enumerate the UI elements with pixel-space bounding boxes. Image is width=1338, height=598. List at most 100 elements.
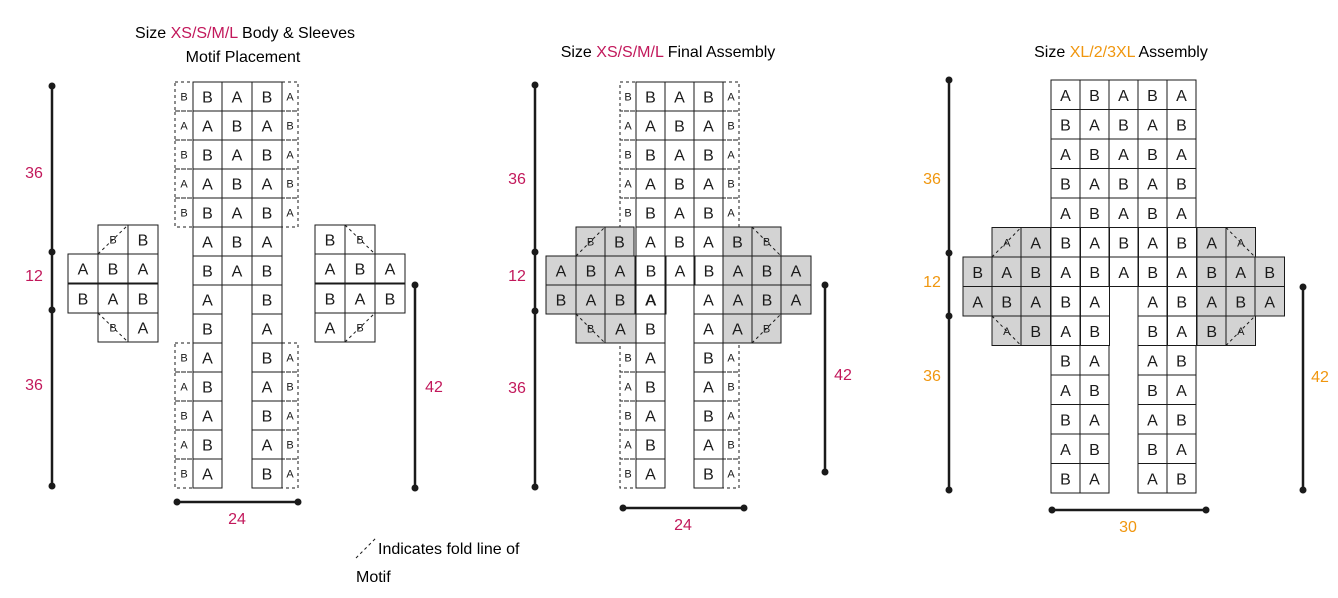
motif-letter: A (262, 119, 273, 136)
motif-letter: A (1176, 324, 1187, 341)
motif-letter: B (109, 323, 116, 335)
measure-dot (945, 76, 953, 84)
motif-letter: A (1147, 117, 1158, 134)
motif-cell: B (251, 81, 283, 112)
motif-cell: B (192, 429, 223, 460)
fold-line-legend: Indicates fold line of Motif (355, 537, 520, 586)
motif-cell-border (281, 342, 299, 373)
fold-line (991, 315, 1022, 346)
motif-letter: A (1089, 353, 1100, 370)
motif-letter: B (1147, 442, 1158, 459)
motif-cell: A (1020, 286, 1051, 317)
motif-letter: A (703, 177, 714, 194)
motif-letter: B (624, 150, 631, 162)
measure-dot (740, 504, 748, 512)
motif-cell: B (192, 81, 223, 112)
motif-cell: B (251, 255, 283, 286)
motif-letter: A (355, 292, 366, 309)
motif-cell: B (192, 197, 223, 228)
motif-cell: A (281, 139, 299, 170)
motif-letter: B (262, 148, 273, 165)
motif-letter: A (1147, 471, 1158, 488)
motif-letter: B (1206, 265, 1217, 282)
motif-cell: A (251, 110, 283, 141)
motif-cell: A (664, 139, 695, 170)
measure-label-width: 24 (228, 511, 246, 528)
motif-cell: A (1079, 227, 1110, 258)
motif-cell-border (374, 283, 406, 314)
motif-cell: B (1166, 227, 1197, 258)
motif-cell: A (174, 168, 194, 199)
motif-letter: B (1060, 471, 1071, 488)
motif-letter: B (615, 293, 626, 310)
measure-dot (531, 483, 539, 491)
motif-cell-border (722, 168, 740, 199)
motif-cell: A (693, 110, 724, 141)
motif-cell: B (1166, 463, 1197, 494)
motif-letter: B (1089, 147, 1100, 164)
motif-cell: B (251, 284, 283, 315)
motif-cell: A (693, 284, 724, 315)
motif-cell: A (281, 400, 299, 431)
motif-letter: B (232, 119, 243, 136)
measure-dot (945, 312, 953, 320)
motif-cell-border (281, 400, 299, 431)
motif-letter: B (355, 262, 366, 279)
motif-cell-border (192, 458, 223, 489)
motif-cell: B (635, 371, 666, 402)
motif-letter: B (262, 90, 273, 107)
motif-cell: A (251, 429, 283, 460)
motif-letter: B (262, 264, 273, 281)
motif-letter: B (108, 262, 119, 279)
motif-cell: B (221, 168, 253, 199)
fold-line (751, 313, 782, 344)
motif-cell: B (1166, 109, 1197, 140)
motif-letter: B (1147, 147, 1158, 164)
motif-letter: B (762, 293, 773, 310)
motif-letter: B (674, 119, 685, 136)
motif-cell: A (1137, 168, 1168, 199)
diagram-2-height-measure: 36 12 36 (508, 81, 539, 491)
diagram-3-height-measure: 36 12 36 (923, 76, 953, 494)
motif-cell: B (1079, 197, 1110, 228)
motif-letter: A (1206, 294, 1217, 311)
motif-cell: A (693, 371, 724, 402)
motif-letter: B (1060, 294, 1071, 311)
motif-letter: A (674, 148, 685, 165)
motif-letter: B (1060, 235, 1071, 252)
motif-letter: B (1060, 176, 1071, 193)
motif-cell: B (722, 371, 740, 402)
motif-cell: B (1079, 79, 1110, 110)
motif-letter: A (1147, 412, 1158, 429)
motif-letter: A (262, 177, 273, 194)
motif-cell-border (722, 284, 754, 315)
motif-letter: A (1089, 412, 1100, 429)
measure-dot (1299, 283, 1307, 291)
motif-cell: B (1254, 256, 1285, 287)
motif-letter: B (1089, 442, 1100, 459)
motif-cell: B (174, 197, 194, 228)
motif-cell-border (1254, 286, 1285, 317)
motif-letter: A (727, 469, 735, 481)
motif-cell: A (1050, 315, 1081, 346)
motif-letter: A (325, 262, 336, 279)
motif-letter: A (202, 467, 213, 484)
motif-letter: B (180, 92, 187, 104)
measure-dot (821, 281, 829, 289)
motif-cell-border (281, 110, 299, 141)
motif-cell: A (1020, 227, 1051, 258)
motif-cell: B (374, 283, 406, 314)
motif-cell: A (97, 283, 129, 314)
motif-cell: B (1079, 256, 1110, 287)
motif-cell: A (1079, 109, 1110, 140)
motif-letter: B (674, 177, 685, 194)
motif-cell: B (127, 283, 159, 314)
motif-letter: B (109, 235, 116, 247)
motif-letter: B (1089, 324, 1100, 341)
motif-letter: A (180, 440, 188, 452)
fold-line (1225, 315, 1256, 346)
motif-letter: A (232, 206, 243, 223)
motif-letter: A (138, 321, 149, 338)
motif-cell: A (619, 110, 637, 141)
